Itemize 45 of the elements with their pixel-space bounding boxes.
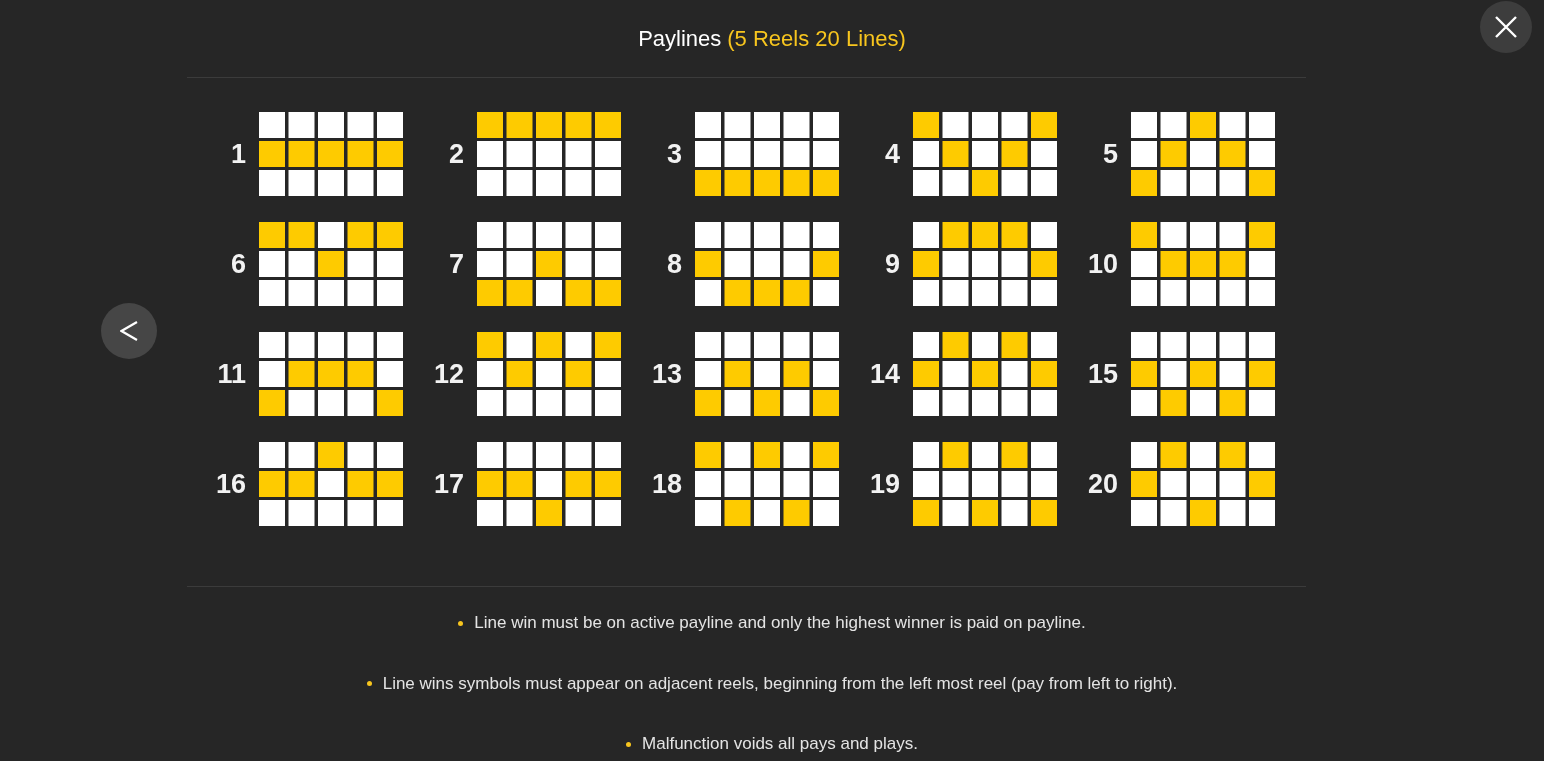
payline-number: 18 [651, 468, 682, 500]
payline-grid [259, 442, 403, 526]
payline-number: 15 [1087, 358, 1118, 390]
payline-grid [695, 332, 839, 416]
payline-number: 14 [869, 358, 900, 390]
payline-number: 17 [433, 468, 464, 500]
payline-grid [695, 112, 839, 196]
rule-text: Line wins symbols must appear on adjacent reels, beginning from the left most reel (pay from left to right). [382, 672, 1178, 695]
payline-grid [477, 442, 621, 526]
payline-number: 19 [869, 468, 900, 500]
payline-number: 1 [230, 138, 246, 170]
payline-number: 9 [884, 248, 900, 280]
payline-grid [695, 442, 839, 526]
payline-number: 12 [433, 358, 464, 390]
payline-grid [1131, 112, 1275, 196]
payline-number: 13 [651, 358, 682, 390]
rule-text: Malfunction voids all pays and plays. [642, 733, 918, 755]
payline-grid [1131, 332, 1275, 416]
payline-number: 20 [1087, 468, 1118, 500]
payline-number: 7 [448, 248, 464, 280]
payline-grid [913, 442, 1057, 526]
payline-grid [477, 112, 621, 196]
payline-grid [695, 222, 839, 306]
subtitle: (5 Reels 20 Lines) [727, 25, 906, 53]
payline-grid [477, 332, 621, 416]
payline-number: 8 [666, 248, 682, 280]
payline-grid [913, 222, 1057, 306]
rule-text: Line win must be on active payline and only the highest winner is paid on payline. [474, 612, 1086, 634]
payline-grid [913, 112, 1057, 196]
payline-number: 10 [1087, 248, 1118, 280]
payline-number: 3 [666, 138, 682, 170]
payline-grid [259, 332, 403, 416]
payline-number: 16 [215, 468, 246, 500]
payline-number: 2 [448, 138, 464, 170]
payline-grid [913, 332, 1057, 416]
payline-grid [259, 112, 403, 196]
payline-grid [1131, 222, 1275, 306]
payline-grid [1131, 442, 1275, 526]
payline-grid [477, 222, 621, 306]
payline-number: 6 [230, 248, 246, 280]
title: Paylines [638, 25, 722, 53]
payline-number: 5 [1102, 138, 1118, 170]
payline-number: 4 [884, 138, 900, 170]
payline-grid [259, 222, 403, 306]
payline-number: 11 [217, 358, 246, 390]
